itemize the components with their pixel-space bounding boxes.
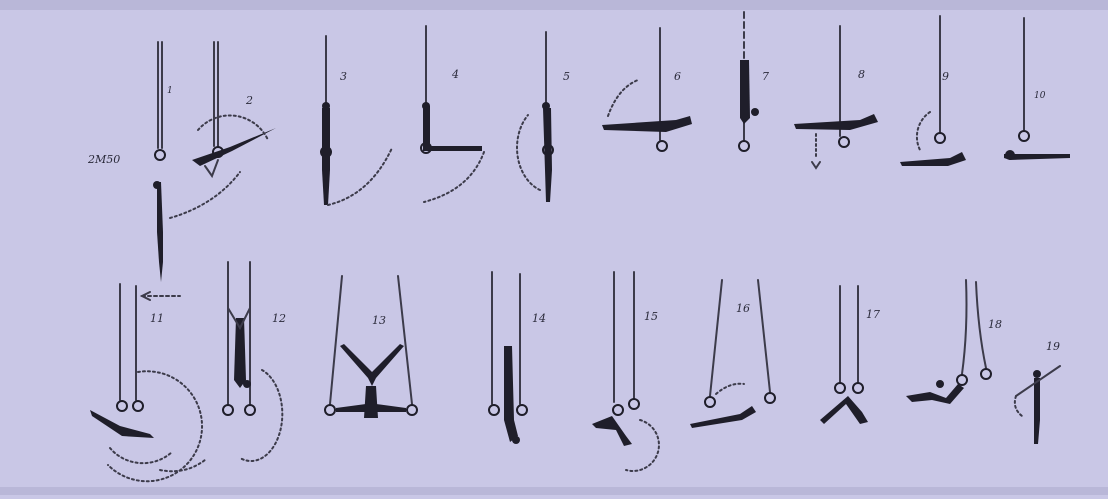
figure-14-head [512,436,520,444]
paper-top-edge [0,0,1108,10]
figure-10-head [1005,150,1015,160]
figure-18-head [936,380,944,388]
figure-18-label: 18 [988,318,1002,331]
paper-bottom-edge [0,487,1108,495]
figure-7-head [751,108,759,116]
figure-16-label: 16 [736,302,750,315]
height-label: 2M50 [87,153,120,166]
figure-2-label: 2 [245,94,253,107]
figure-6-label: 6 [674,70,681,83]
figure-1-label: 1 [167,86,173,96]
figure-9-label: 9 [942,70,949,83]
figure-11-label: 11 [150,312,164,325]
figure-4-head [422,102,430,110]
figure-4-label: 4 [451,68,459,81]
figure-7-gymnast [740,60,750,124]
figure-5-label: 5 [563,70,570,83]
figure-19-label: 19 [1046,340,1060,353]
figure-19-head [1033,370,1041,378]
figure-12-label: 12 [272,312,286,325]
figure-10-label: 10 [1034,91,1046,101]
figure-14-label: 14 [532,312,546,325]
figure-13-torso [364,386,378,418]
figure-17-label: 17 [866,308,880,321]
figure-3-gymnast [322,108,330,205]
figure-13-label: 13 [372,314,386,327]
figure-1-head [153,181,161,189]
figure-15-label: 15 [644,310,658,323]
figure-8-label: 8 [858,68,865,81]
figure-12-head [243,380,251,388]
figure-7-label: 7 [762,70,769,83]
figure-5-head [542,102,550,110]
figure-3-head [322,102,330,110]
figure-3-label: 3 [340,70,347,83]
